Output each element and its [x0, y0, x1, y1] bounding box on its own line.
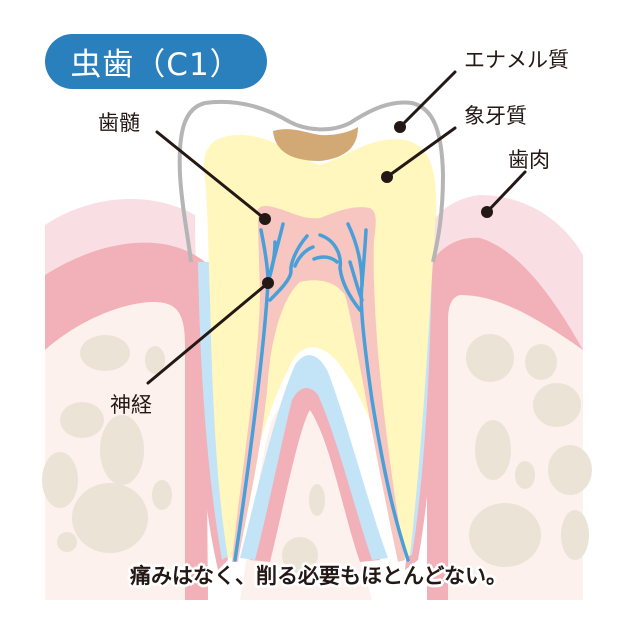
leader-dots [259, 121, 493, 289]
page-title: 虫歯（C1） [45, 34, 267, 89]
alveolar-bone [42, 295, 592, 600]
caries-lesion [273, 127, 358, 161]
caption-text: 痛みはなく、削る必要もほとんどない。 [130, 564, 507, 588]
leader-lines [146, 70, 527, 385]
enamel-outline [177, 99, 445, 263]
label-dentin: 象牙質 [464, 104, 527, 128]
bone-spots [42, 334, 592, 573]
label-enamel: エナメル質 [464, 48, 569, 72]
label-pulp: 歯髄 [98, 111, 140, 135]
nerves [233, 222, 410, 562]
label-nerve: 神経 [110, 393, 152, 417]
label-gum: 歯肉 [508, 148, 550, 172]
